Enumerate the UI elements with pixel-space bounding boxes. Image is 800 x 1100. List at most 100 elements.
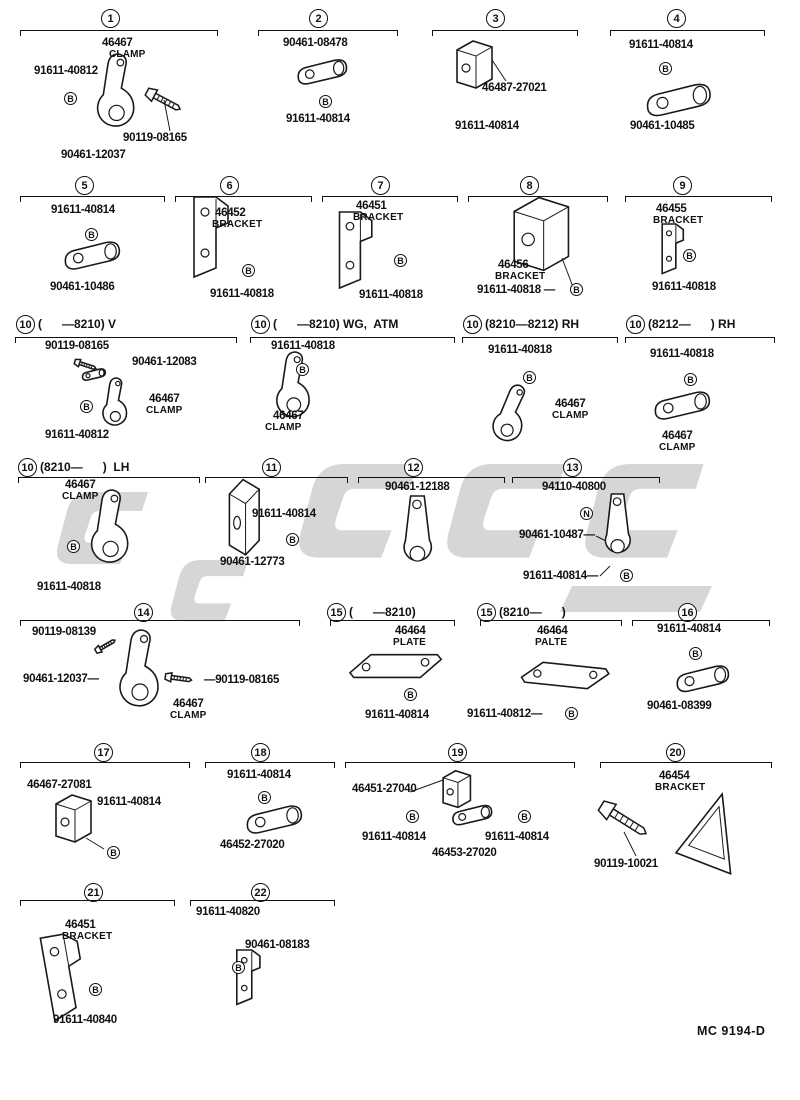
bolt-marker-b: B	[523, 371, 536, 384]
part-type-label: BRACKET	[62, 931, 113, 942]
variant-label: (8210— ) LH	[40, 460, 130, 474]
part-number: 46467-27081	[27, 779, 92, 791]
part-number: 46467	[555, 398, 586, 410]
part-type-label: BRACKET	[495, 271, 546, 282]
section-rule-15a	[330, 620, 455, 626]
variant-label: (8212— ) RH	[648, 317, 736, 331]
part-type-label: PALTE	[535, 637, 568, 648]
bolt-marker-b: B	[258, 791, 271, 804]
section-number-1: 1	[101, 9, 120, 28]
part-number: 46467	[173, 698, 204, 710]
bolt-number: 91611-40812—	[467, 708, 543, 720]
part-number: 90461-12083	[132, 356, 197, 368]
clip-illustration-3	[456, 40, 493, 89]
bolt-number: 91611-40814	[252, 508, 316, 520]
section-rule-15b	[480, 620, 622, 626]
part-number: 46467	[102, 37, 133, 49]
bolt-number: 91611-40814	[51, 204, 115, 216]
part-number: 46467	[662, 430, 693, 442]
bolt-number: 90119-08139	[32, 626, 96, 638]
section-rule-10e	[18, 477, 200, 483]
section-number-12: 12	[404, 458, 423, 477]
section-number-18: 18	[251, 743, 270, 762]
part-number: 90461-08183	[245, 939, 310, 951]
bolt-marker-b: B	[565, 707, 578, 720]
section-rule-10d	[625, 337, 775, 343]
section-rule-13	[512, 477, 660, 483]
bolt-number: 91611-40814	[286, 113, 350, 125]
bolt-marker-b: B	[286, 533, 299, 546]
bolt-number: 91611-40818 —	[477, 284, 555, 296]
clip-illustration-2	[297, 59, 348, 85]
section-rule-10b	[250, 337, 455, 343]
clip-illustration-10a	[82, 368, 106, 381]
part-number: 90461-12188	[385, 481, 450, 493]
part-number: 46452	[215, 207, 246, 219]
bolt-number: 91611-40814	[455, 120, 519, 132]
bolt-marker-b: B	[64, 92, 77, 105]
section-number-10c: 10	[463, 315, 482, 334]
section-number-11: 11	[262, 458, 281, 477]
clamp-illustration-10c	[489, 380, 533, 445]
clamp-illustration-1	[96, 53, 135, 127]
part-number: 90461-12773	[220, 556, 285, 568]
clamp-illustration-10b	[276, 351, 310, 418]
clamp-illustration-5	[64, 241, 121, 270]
bolt-marker-b: B	[67, 540, 80, 553]
plate-illustration-15a	[349, 653, 442, 679]
part-type-label: BRACKET	[655, 782, 706, 793]
bolt-number: 90461-12037	[61, 149, 126, 161]
bolt-marker-b: B	[394, 254, 407, 267]
section-rule-5	[20, 196, 165, 202]
section-number-13: 13	[563, 458, 582, 477]
variant-label: ( —8210) WG, ATM	[273, 317, 399, 331]
screw-illustration-14a	[93, 636, 118, 655]
bolt-marker-b: B	[570, 283, 583, 296]
part-number: 46451	[356, 200, 387, 212]
bolt-number: 91611-40812	[34, 65, 98, 77]
bracket-illustration-22	[236, 949, 261, 1005]
variant-label: ( —8210)	[349, 605, 416, 619]
bolt-marker-b: B	[406, 810, 419, 823]
bolt-marker-b: B	[683, 249, 696, 262]
bolt-number: 91611-40818	[359, 289, 423, 301]
part-type-label: PLATE	[393, 637, 427, 648]
bolt-number: 91611-40818	[650, 348, 714, 360]
section-rule-22	[190, 900, 335, 906]
clamp-illustration-10a	[102, 377, 128, 426]
section-number-6: 6	[220, 176, 239, 195]
bolt-number: 91611-40818	[210, 288, 274, 300]
section-rule-20	[600, 762, 772, 768]
part-number: 46464	[395, 625, 426, 637]
bolt-number: 90119-10021	[594, 858, 658, 870]
bolt-marker-b: B	[518, 810, 531, 823]
watermark-logo	[56, 464, 712, 622]
section-rule-6	[175, 196, 312, 202]
section-rule-10c	[462, 337, 618, 343]
variant-label: (8210—8212) RH	[485, 317, 580, 331]
bolt-number: 90461-08478	[283, 37, 348, 49]
section-number-4: 4	[667, 9, 686, 28]
section-number-10d: 10	[626, 315, 645, 334]
bolt-marker-b: B	[620, 569, 633, 582]
bolt-marker-b: B	[689, 647, 702, 660]
part-number: 46487-27021	[482, 82, 547, 94]
clip-illustration-17	[55, 794, 92, 843]
bolt-number: 91611-40812	[45, 429, 109, 441]
bolt-number: 91611-40814	[657, 623, 721, 635]
bolt-number: 91611-40814	[97, 796, 161, 808]
section-number-15b: 15	[477, 603, 496, 622]
section-rule-2	[258, 30, 398, 36]
bolt-marker-b: B	[296, 363, 309, 376]
section-number-10b: 10	[251, 315, 270, 334]
bolt-number: 91611-40818	[37, 581, 101, 593]
clip-illustration-19b	[452, 804, 493, 826]
section-rule-14	[20, 620, 300, 626]
section-number-15a: 15	[327, 603, 346, 622]
part-number: 46467	[149, 393, 180, 405]
bolt-number: —90119-08165	[204, 674, 280, 686]
part-number: 90461-10486	[50, 281, 115, 293]
part-number: 46467	[273, 410, 304, 422]
bracket-illustration-9	[661, 223, 684, 275]
